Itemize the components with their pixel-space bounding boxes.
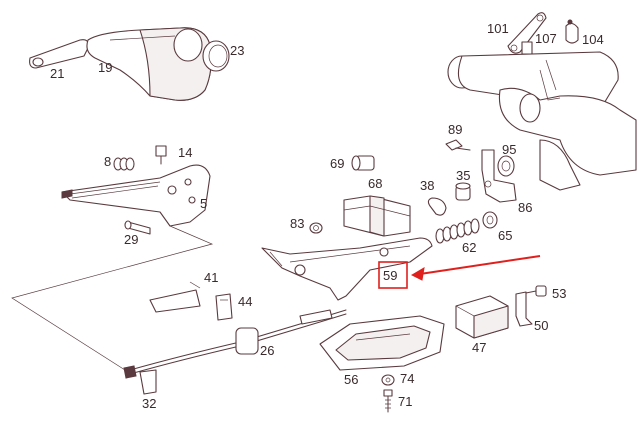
arrow-left-icon — [410, 267, 425, 281]
label-74: 74 — [400, 371, 414, 386]
label-53: 53 — [552, 286, 566, 301]
part-74-washer[interactable] — [381, 374, 395, 386]
part-35-bushing[interactable] — [455, 182, 471, 201]
label-8: 8 — [104, 154, 111, 169]
label-29: 29 — [124, 232, 138, 247]
part-41-guide-plate[interactable] — [149, 281, 201, 313]
part-71-bolt[interactable] — [383, 389, 393, 413]
part-47-rubber-mount[interactable] — [455, 295, 509, 339]
label-38: 38 — [420, 178, 434, 193]
part-21-handle-grip[interactable] — [29, 39, 89, 69]
pedal-tube-assembly — [447, 51, 637, 191]
part-44-retaining-clip[interactable] — [215, 293, 233, 321]
label-47: 47 — [472, 340, 486, 355]
part-56-mounting-tray[interactable] — [319, 315, 445, 371]
label-86: 86 — [518, 200, 532, 215]
part-95-bushing[interactable] — [497, 155, 515, 177]
part-29-pin[interactable] — [124, 220, 151, 235]
label-50: 50 — [534, 318, 548, 333]
label-19: 19 — [98, 60, 112, 75]
part-23-cap[interactable] — [202, 40, 230, 72]
label-101: 101 — [487, 21, 509, 36]
part-68-mount[interactable] — [343, 195, 411, 237]
part-53-bolt[interactable] — [525, 285, 547, 297]
part-26-brake-cable[interactable] — [123, 309, 347, 379]
part-32-cable-clip[interactable] — [139, 369, 157, 395]
label-62: 62 — [462, 240, 476, 255]
part-62-return-spring[interactable] — [435, 218, 480, 244]
part-59-intermediate-lever[interactable] — [261, 237, 433, 301]
part-65-bushing[interactable] — [482, 211, 498, 229]
callout-59[interactable] — [378, 255, 541, 289]
label-35: 35 — [456, 168, 470, 183]
part-86-lever-bracket[interactable] — [481, 149, 517, 203]
part-101-link-plate[interactable] — [507, 12, 547, 54]
label-89: 89 — [448, 122, 462, 137]
label-104: 104 — [582, 32, 604, 47]
label-21: 21 — [50, 66, 64, 81]
label-5: 5 — [200, 196, 207, 211]
label-65: 65 — [498, 228, 512, 243]
label-71: 71 — [398, 394, 412, 409]
label-59: 59 — [383, 268, 397, 283]
part-5-ratchet-bracket[interactable] — [61, 164, 211, 227]
label-26: 26 — [260, 343, 274, 358]
part-89-bolt[interactable] — [445, 139, 471, 151]
label-69: 69 — [330, 156, 344, 171]
leader-bracket-cable — [11, 225, 214, 371]
label-44: 44 — [238, 294, 252, 309]
part-14-bolt[interactable] — [155, 145, 167, 165]
part-104-clip[interactable] — [565, 19, 579, 44]
label-68: 68 — [368, 176, 382, 191]
part-50-bracket[interactable] — [515, 291, 533, 327]
part-19-brake-handle[interactable] — [86, 27, 212, 101]
part-38-clip[interactable] — [427, 197, 447, 216]
label-23: 23 — [230, 43, 244, 58]
part-83-nut[interactable] — [309, 222, 323, 234]
label-41: 41 — [204, 270, 218, 285]
label-14: 14 — [178, 145, 192, 160]
label-32: 32 — [142, 396, 156, 411]
part-69-bushing[interactable] — [351, 155, 375, 171]
label-95: 95 — [502, 142, 516, 157]
label-107: 107 — [535, 31, 557, 46]
label-83: 83 — [290, 216, 304, 231]
part-8-spring[interactable] — [113, 157, 135, 171]
label-56: 56 — [344, 372, 358, 387]
